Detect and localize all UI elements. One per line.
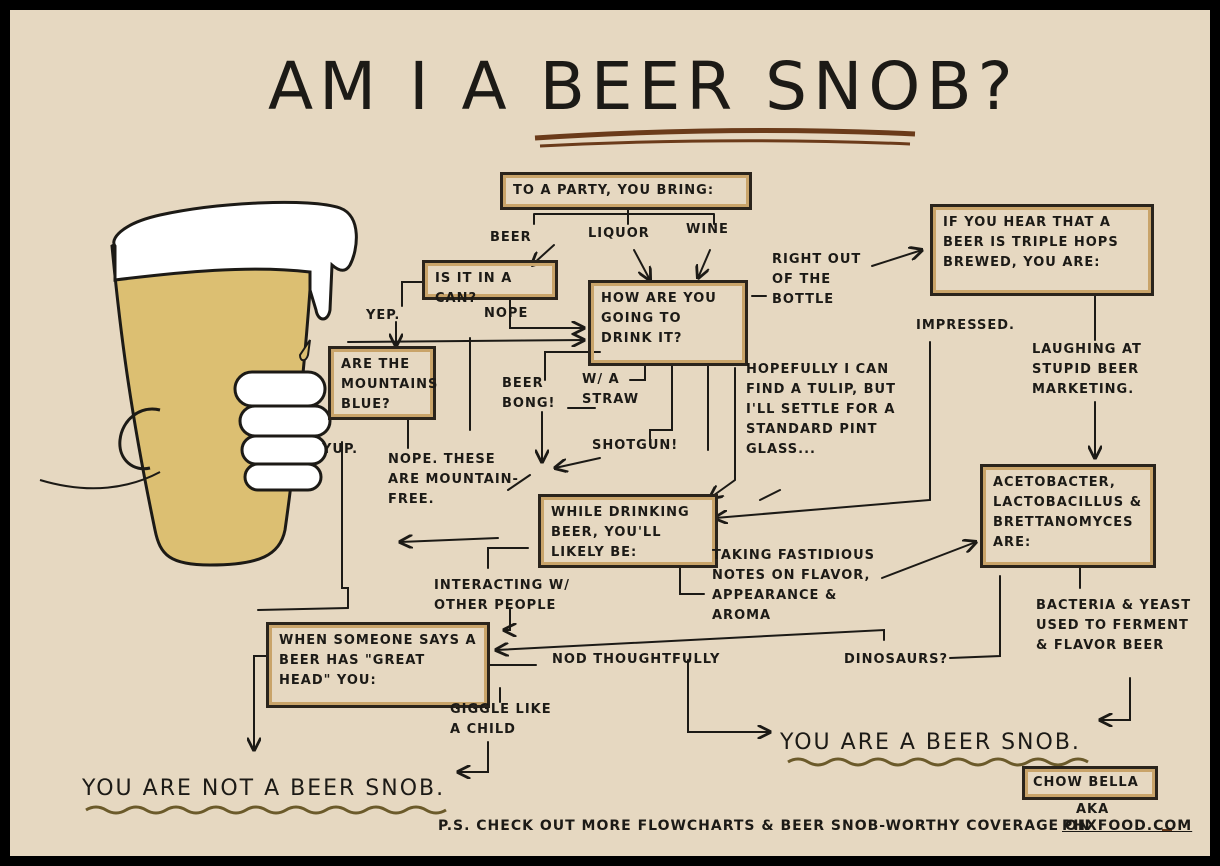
flowchart-poster: AM I A BEER SNOB? TO A PARTY, YOU BRING:… [10, 10, 1210, 856]
credit-aka: AKA [1076, 802, 1110, 817]
question-triple-hops: IF YOU HEAR THAT A BEER IS TRIPLE HOPS B… [930, 204, 1154, 296]
answer-impressed: IMPRESSED. [916, 318, 1015, 333]
question-mountains: ARE THE MOUNTAINS BLUE? [328, 346, 437, 420]
answer-tulip: HOPEFULLY I CAN FIND A TULIP, BUT I'LL S… [746, 362, 896, 457]
answer-yep: YEP. [366, 308, 401, 323]
answer-beer-bong: BEER BONG! [502, 376, 556, 411]
question-great-head: WHEN SOMEONE SAYS A BEER HAS "GREAT HEAD… [266, 622, 490, 708]
answer-wine: WINE [686, 222, 729, 237]
beer-glass-illustration [39, 200, 358, 567]
question-while-drinking: WHILE DRINKING BEER, YOU'LL LIKELY BE: [538, 494, 718, 568]
answer-yup: YUP. [322, 442, 359, 457]
connector-layer [39, 128, 1172, 831]
answer-interacting: INTERACTING W/ OTHER PEOPLE [434, 578, 570, 613]
answer-beer: BEER [490, 230, 532, 245]
answer-nope-mountain: NOPE. THESE ARE MOUNTAIN-FREE. [388, 452, 519, 507]
question-drink: HOW ARE YOU GOING TO DRINK IT? [588, 280, 748, 366]
answer-giggle: GIGGLE LIKE A CHILD [450, 702, 552, 737]
result-beer-snob: YOU ARE A BEER SNOB. [780, 730, 1081, 755]
answer-nod: NOD THOUGHTFULLY [552, 652, 721, 667]
answer-nope: NOPE [484, 306, 529, 321]
answer-bottle: RIGHT OUT OF THE BOTTLE [772, 252, 862, 307]
answer-bacteria: BACTERIA & YEAST USED TO FERMENT & FLAVO… [1036, 598, 1192, 653]
footer-ps: P.S. CHECK OUT MORE FLOWCHARTS & BEER SN… [438, 818, 1091, 834]
answer-shotgun: SHOTGUN! [592, 438, 679, 453]
answer-laughing: LAUGHING AT STUPID BEER MARKETING. [1032, 342, 1142, 397]
result-not-beer-snob: YOU ARE NOT A BEER SNOB. [82, 776, 446, 801]
question-aceto: ACETOBACTER, LACTOBACILLUS & BRETTANOMYC… [980, 464, 1156, 568]
question-can: IS IT IN A CAN? [422, 260, 558, 306]
credit-chow-bella: CHOW BELLA [1022, 766, 1158, 800]
footer-site-link[interactable]: PHXFOOD.COM [1062, 818, 1193, 834]
answer-liquor: LIQUOR [588, 226, 650, 241]
answer-notes: TAKING FASTIDIOUS NOTES ON FLAVOR, APPEA… [712, 548, 876, 623]
answer-dinosaurs: DINOSAURS? [844, 652, 949, 667]
answer-straw: W/ A STRAW [582, 372, 640, 407]
page-title: AM I A BEER SNOB? [268, 48, 1019, 125]
question-party: TO A PARTY, YOU BRING: [500, 172, 752, 210]
